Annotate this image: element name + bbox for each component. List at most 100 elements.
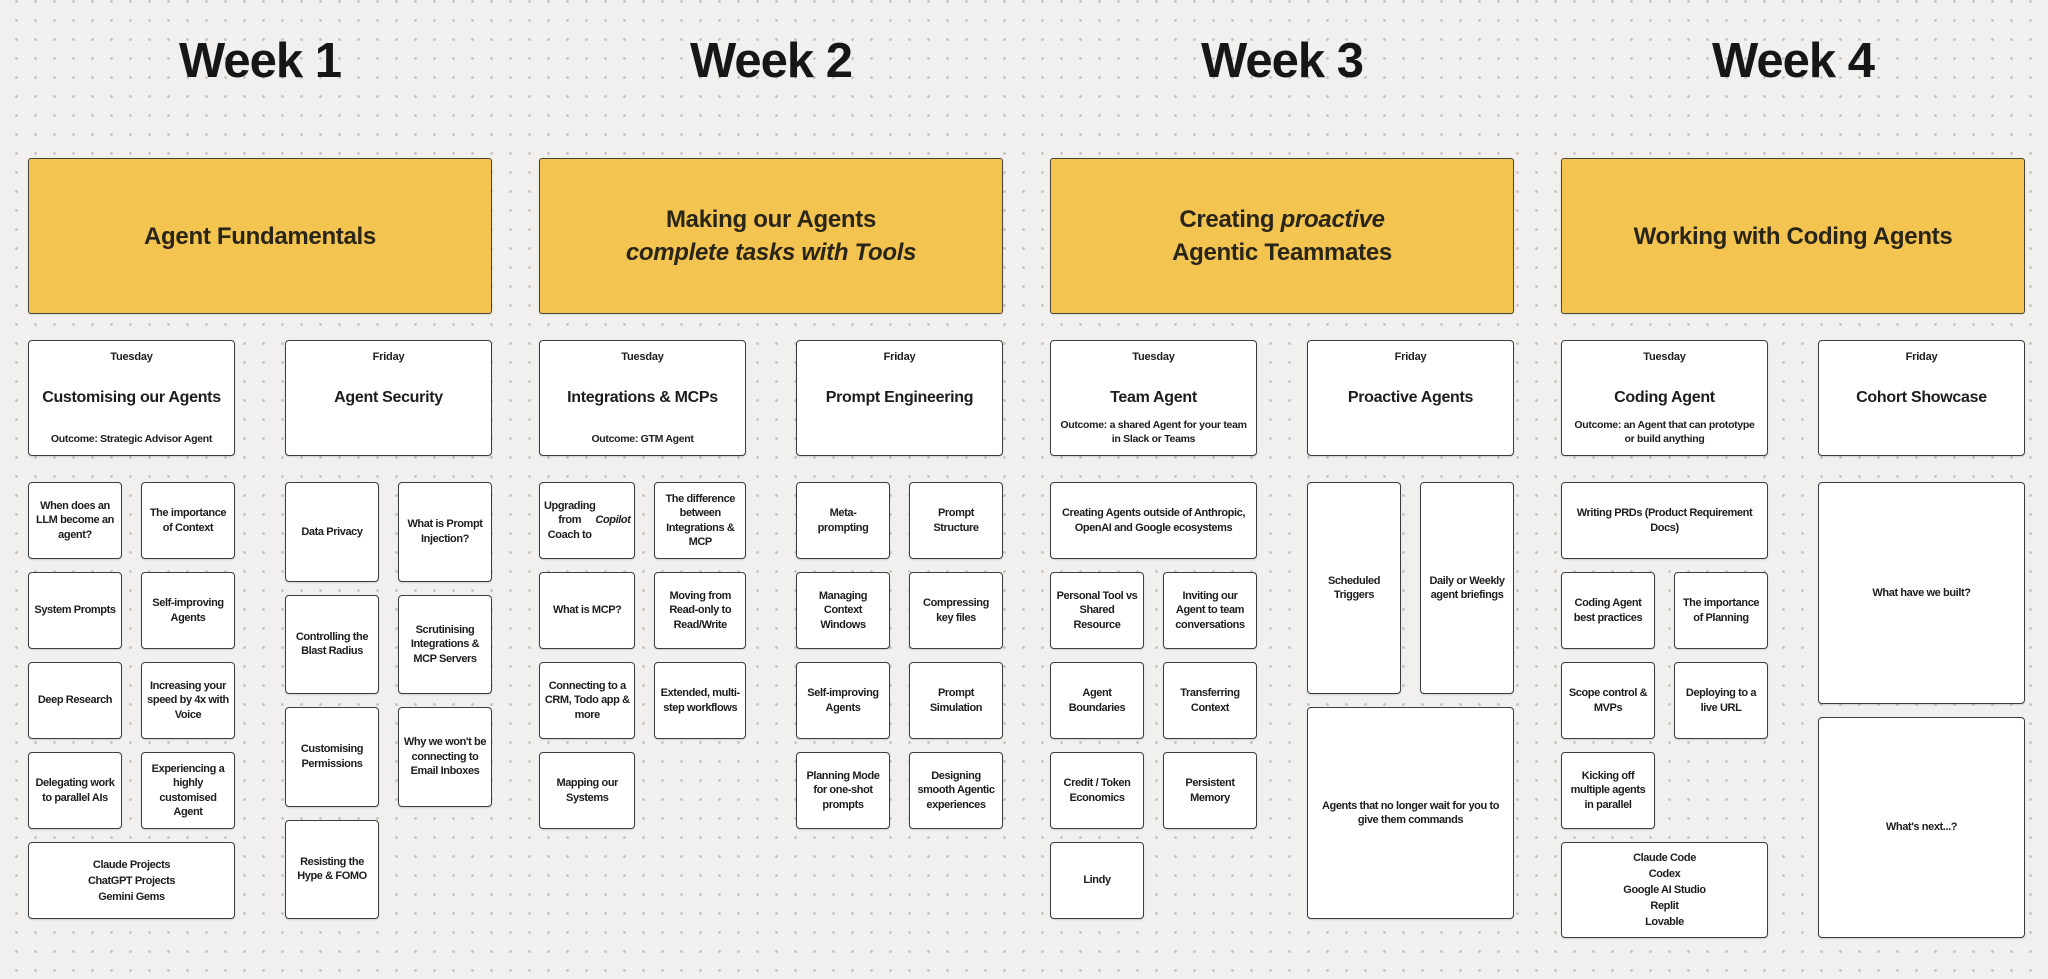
week-4-tuesday-card[interactable]: Tuesday Coding Agent Outcome: an Agent t… bbox=[1561, 340, 1768, 456]
topic-card[interactable]: Increasing your speed by 4x with Voice bbox=[141, 662, 235, 739]
week-4-heading[interactable]: Week 4 bbox=[1712, 34, 1875, 88]
theme-title-line2: complete tasks with Tools bbox=[625, 239, 917, 266]
topic-card[interactable]: When does an LLM become an agent? bbox=[28, 482, 122, 559]
day-label: Tuesday bbox=[621, 351, 664, 363]
topic-card[interactable]: Meta- prompting bbox=[796, 482, 890, 559]
topic-card-wide[interactable]: Agents that no longer wait for you to gi… bbox=[1307, 707, 1514, 919]
tools-note-card[interactable]: Claude Projects ChatGPT Projects Gemini … bbox=[28, 842, 235, 919]
topic-card[interactable]: Self-improving Agents bbox=[141, 572, 235, 649]
topic-card[interactable]: Delegating work to parallel AIs bbox=[28, 752, 122, 829]
topic-card[interactable]: Self-improving Agents bbox=[796, 662, 890, 739]
topic-card[interactable]: Scope control & MVPs bbox=[1561, 662, 1655, 739]
week-1-friday-topics: Data Privacy What is Prompt Injection? C… bbox=[285, 482, 492, 919]
topic-card[interactable]: Moving from Read-only to Read/Write bbox=[654, 572, 746, 649]
theme-title: Agent Fundamentals bbox=[144, 222, 376, 250]
session-outcome: Outcome: Strategic Advisor Agent bbox=[50, 432, 213, 445]
topic-card[interactable]: Lindy bbox=[1050, 842, 1144, 919]
week-1-heading[interactable]: Week 1 bbox=[179, 34, 342, 88]
topic-card[interactable]: Deep Research bbox=[28, 662, 122, 739]
topic-card-wide[interactable]: Creating Agents outside of Anthropic, Op… bbox=[1050, 482, 1257, 559]
week-3-topics: Creating Agents outside of Anthropic, Op… bbox=[1050, 482, 1514, 919]
week-2-friday-card[interactable]: Friday Prompt Engineering bbox=[796, 340, 1003, 456]
topic-card[interactable]: Scheduled Triggers bbox=[1307, 482, 1401, 694]
topic-card[interactable]: System Prompts bbox=[28, 572, 122, 649]
topic-card[interactable]: Mapping our Systems bbox=[539, 752, 636, 829]
topic-card-wide[interactable]: Writing PRDs (Product Requirement Docs) bbox=[1561, 482, 1768, 559]
theme-title-line2: Agentic Teammates bbox=[1172, 239, 1392, 266]
topic-card[interactable]: Controlling the Blast Radius bbox=[285, 594, 379, 694]
session-outcome: Outcome: an Agent that can prototype or … bbox=[1574, 419, 1755, 445]
week-1-friday-card[interactable]: Friday Agent Security bbox=[285, 340, 492, 456]
topic-card[interactable]: Data Privacy bbox=[285, 482, 379, 582]
topic-card[interactable]: Designing smooth Agentic experiences bbox=[909, 752, 1003, 829]
topic-card[interactable]: Coding Agent best practices bbox=[1561, 572, 1655, 649]
topic-card[interactable]: Planning Mode for one-shot prompts bbox=[796, 752, 890, 829]
topic-card[interactable]: Kicking off multiple agents in parallel bbox=[1561, 752, 1655, 829]
week-1-theme-card[interactable]: Agent Fundamentals bbox=[28, 158, 492, 314]
week-3-column: Week 3 Creating proactive Agentic Teamma… bbox=[1050, 0, 1514, 979]
topic-card[interactable]: Experiencing a highly customised Agent bbox=[141, 752, 235, 829]
week-3-heading[interactable]: Week 3 bbox=[1201, 34, 1364, 88]
topic-card[interactable]: Connecting to a CRM, Todo app & more bbox=[539, 662, 636, 739]
session-outcome: Outcome: a shared Agent for your team in… bbox=[1060, 419, 1247, 445]
topic-card[interactable]: Scrutinising Integrations & MCP Servers bbox=[398, 594, 492, 694]
session-title: Prompt Engineering bbox=[825, 389, 974, 406]
week-2-tuesday-card[interactable]: Tuesday Integrations & MCPs Outcome: GTM… bbox=[539, 340, 746, 456]
session-title: Team Agent bbox=[1110, 389, 1197, 406]
topic-card[interactable]: Persistent Memory bbox=[1163, 752, 1257, 829]
topic-card[interactable]: Prompt Simulation bbox=[909, 662, 1003, 739]
topic-card[interactable]: Credit / Token Economics bbox=[1050, 752, 1144, 829]
week-3-friday-card[interactable]: Friday Proactive Agents bbox=[1307, 340, 1514, 456]
week-1-tuesday-card[interactable]: Tuesday Customising our Agents Outcome: … bbox=[28, 340, 235, 456]
topic-card[interactable]: What is Prompt Injection? bbox=[398, 482, 492, 582]
week-3-theme-card[interactable]: Creating proactive Agentic Teammates bbox=[1050, 158, 1514, 314]
day-label: Tuesday bbox=[1132, 351, 1175, 363]
topic-card[interactable]: Agent Boundaries bbox=[1050, 662, 1144, 739]
topic-card[interactable]: What is MCP? bbox=[539, 572, 636, 649]
session-title: Cohort Showcase bbox=[1856, 389, 1987, 406]
topic-card[interactable]: Customising Permissions bbox=[285, 707, 379, 807]
topic-card[interactable]: Prompt Structure bbox=[909, 482, 1003, 559]
topic-card-wide[interactable]: What's next...? bbox=[1818, 716, 2025, 938]
day-label: Friday bbox=[1394, 351, 1427, 363]
week-4-column: Week 4 Working with Coding Agents Tuesda… bbox=[1561, 0, 2025, 979]
topic-card[interactable]: The importance of Planning bbox=[1674, 572, 1768, 649]
topic-card[interactable]: The difference between Integrations & MC… bbox=[654, 482, 746, 559]
week-1-column: Week 1 Agent Fundamentals Tuesday Custom… bbox=[28, 0, 492, 979]
day-label: Friday bbox=[1905, 351, 1938, 363]
topic-card-wide[interactable]: What have we built? bbox=[1818, 482, 2025, 704]
topic-card[interactable]: Compressing key files bbox=[909, 572, 1003, 649]
topic-card[interactable]: The importance of Context bbox=[141, 482, 235, 559]
week-1-tuesday-topics: When does an LLM become an agent? The im… bbox=[28, 482, 235, 919]
theme-title: Working with Coding Agents bbox=[1633, 222, 1953, 250]
topic-card[interactable]: Managing Context Windows bbox=[796, 572, 890, 649]
tools-note-card[interactable]: Claude Code Codex Google AI Studio Repli… bbox=[1561, 842, 1768, 938]
session-title: Proactive Agents bbox=[1347, 389, 1474, 406]
week-3-tuesday-card[interactable]: Tuesday Team Agent Outcome: a shared Age… bbox=[1050, 340, 1257, 456]
week-4-theme-card[interactable]: Working with Coding Agents bbox=[1561, 158, 2025, 314]
topic-card[interactable]: Inviting our Agent to team conversations bbox=[1163, 572, 1257, 649]
session-title: Agent Security bbox=[334, 389, 443, 406]
week-2-sessions: Tuesday Integrations & MCPs Outcome: GTM… bbox=[539, 340, 1003, 456]
topic-card[interactable]: Daily or Weekly agent briefings bbox=[1420, 482, 1514, 694]
topic-card[interactable]: Upgrading from Coach to Copilot bbox=[539, 482, 636, 559]
topic-card[interactable]: Why we won't be connecting to Email Inbo… bbox=[398, 707, 492, 807]
topic-card[interactable]: Resisting the Hype & FOMO bbox=[285, 819, 379, 919]
week-2-heading[interactable]: Week 2 bbox=[690, 34, 853, 88]
week-4-topics: Writing PRDs (Product Requirement Docs) … bbox=[1561, 482, 2025, 938]
session-title: Customising our Agents bbox=[42, 389, 221, 406]
week-3-tuesday-topics: Creating Agents outside of Anthropic, Op… bbox=[1050, 482, 1257, 919]
week-1-sessions: Tuesday Customising our Agents Outcome: … bbox=[28, 340, 492, 456]
week-1-topics: When does an LLM become an agent? The im… bbox=[28, 482, 492, 919]
topic-card[interactable]: Personal Tool vs Shared Resource bbox=[1050, 572, 1144, 649]
week-4-friday-card[interactable]: Friday Cohort Showcase bbox=[1818, 340, 2025, 456]
topic-card[interactable]: Deploying to a live URL bbox=[1674, 662, 1768, 739]
topic-card[interactable]: Extended, multi-step workflows bbox=[654, 662, 746, 739]
week-2-tuesday-topics: Upgrading from Coach to Copilot The diff… bbox=[539, 482, 746, 829]
session-outcome: Outcome: GTM Agent bbox=[591, 432, 694, 445]
day-label: Friday bbox=[372, 351, 405, 363]
week-2-theme-card[interactable]: Making our Agents complete tasks with To… bbox=[539, 158, 1003, 314]
day-label: Tuesday bbox=[110, 351, 153, 363]
topic-card[interactable]: Transferring Context bbox=[1163, 662, 1257, 739]
